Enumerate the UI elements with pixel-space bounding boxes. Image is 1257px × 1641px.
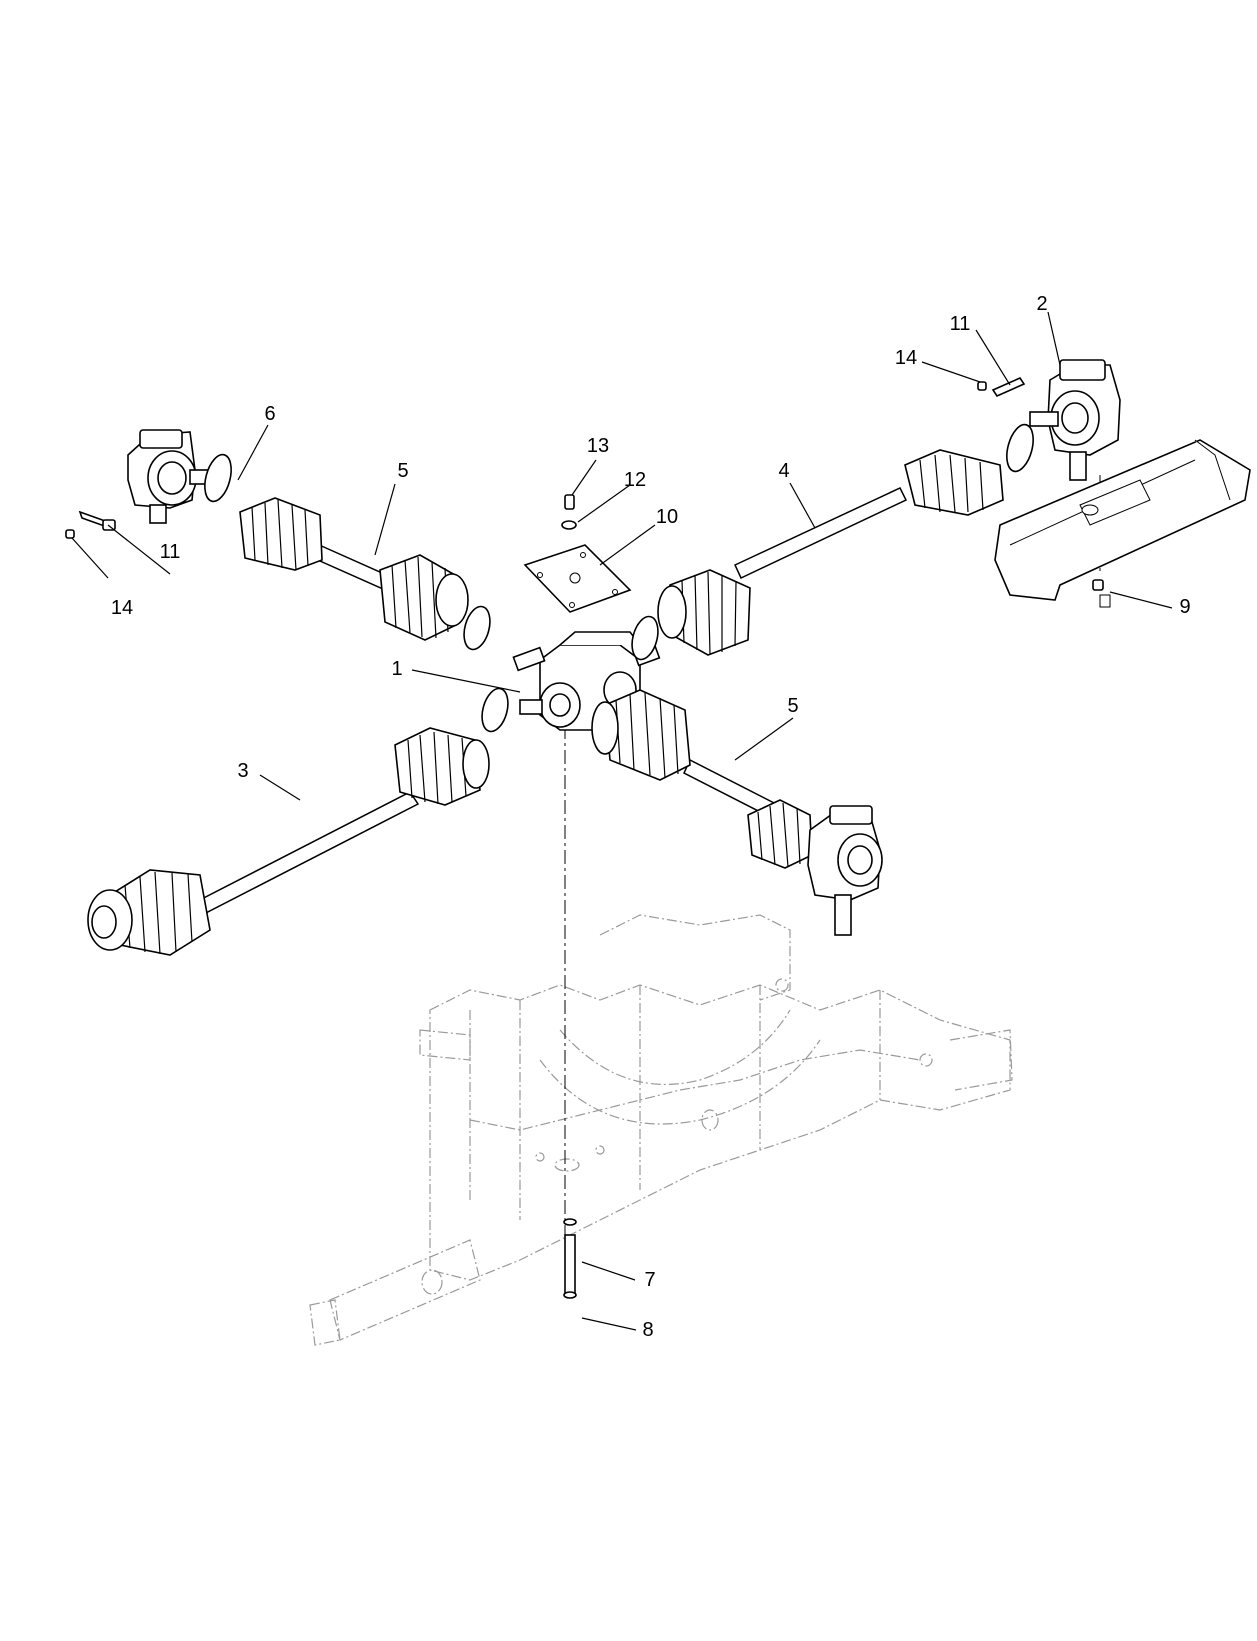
callout-14-left: 14 <box>111 597 133 619</box>
snap-rings <box>204 423 1034 733</box>
driveshaft-upper-right <box>657 449 1004 656</box>
callout-11-left: 11 <box>160 541 181 563</box>
mower-frame-phantom <box>309 914 1013 1346</box>
callout-13: 13 <box>587 435 609 457</box>
hardware-right <box>977 376 1026 398</box>
left-gearbox <box>127 429 216 524</box>
callout-4: 4 <box>778 460 789 482</box>
nut <box>1092 579 1104 591</box>
callout-14-right: 14 <box>895 347 917 369</box>
callout-5-lower: 5 <box>787 695 798 717</box>
driveshaft-lower-left <box>87 727 490 956</box>
callout-5-upper: 5 <box>397 460 408 482</box>
callout-12: 12 <box>624 469 646 491</box>
lower-right-gearbox <box>807 805 883 936</box>
hardware-left <box>65 510 116 539</box>
callout-3: 3 <box>237 760 248 782</box>
callout-9: 9 <box>1179 596 1190 618</box>
callout-10: 10 <box>656 506 678 528</box>
cover-plate <box>523 544 632 613</box>
driveshaft-upper-left <box>239 497 469 641</box>
callout-labels: 1 2 3 4 5 5 6 7 8 9 10 11 11 12 13 14 14 <box>111 293 1191 1341</box>
bottom-bolt-and-washer <box>563 1218 577 1299</box>
bolt-and-washer <box>561 494 577 530</box>
callout-11-right: 11 <box>950 313 971 335</box>
callout-1: 1 <box>391 658 402 680</box>
callout-7: 7 <box>644 1269 655 1291</box>
callout-8: 8 <box>642 1319 653 1341</box>
gearbox-mounting-bracket <box>994 439 1251 608</box>
right-gearbox <box>1029 359 1121 481</box>
callout-6: 6 <box>264 403 275 425</box>
leader-lines <box>71 311 1173 1331</box>
callout-2: 2 <box>1036 293 1047 315</box>
center-gearbox <box>512 631 661 731</box>
driveshaft-lower-right <box>591 689 813 869</box>
